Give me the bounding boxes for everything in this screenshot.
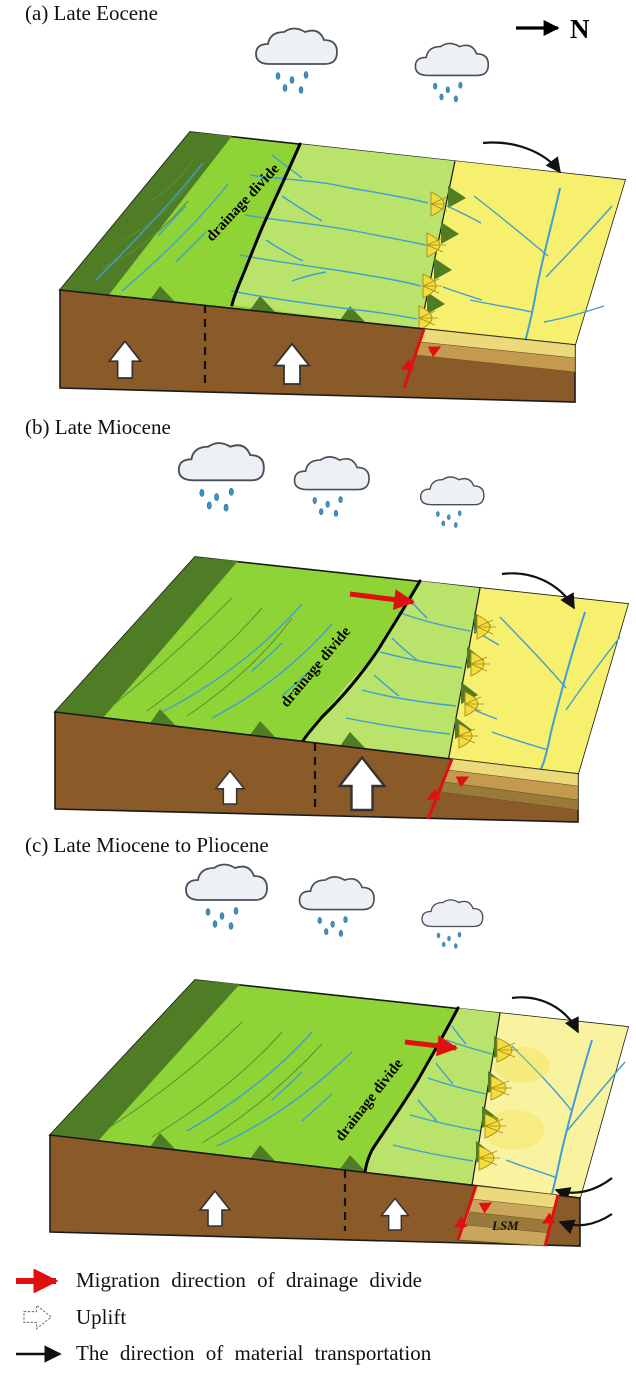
drainage-divide-line — [230, 142, 302, 307]
legend-label: Uplift — [76, 1304, 127, 1329]
migration-arrow — [404, 1035, 459, 1057]
block-diagram-a: drainage divide — [58, 131, 627, 346]
panel-a: (a) Late Eocene N — [0, 0, 636, 412]
north-arrow: N — [516, 14, 590, 44]
material-transport-arrow — [482, 141, 561, 174]
legend-row-transport: The direction of material transportation — [14, 1341, 636, 1366]
streams — [95, 154, 613, 343]
mountain-front-facets — [150, 186, 466, 323]
front-face-c: LSM — [49, 1134, 613, 1247]
basin-recycling-arrow — [554, 1177, 613, 1202]
rain-cloud — [421, 899, 484, 950]
foreland-basin — [420, 161, 625, 345]
fault-slip-arrows — [427, 346, 442, 358]
panel-b-illustration: (b) Late Miocene — [25, 415, 630, 823]
front-face-b — [54, 711, 579, 823]
legend-label: The direction of material transportation — [76, 1341, 432, 1365]
rain-cloud — [414, 42, 490, 103]
streams — [186, 1025, 626, 1195]
rain-cloud — [177, 442, 265, 513]
panel-b: (b) Late Miocene — [0, 412, 636, 830]
streams — [161, 597, 621, 770]
lsm-wedge: LSM — [453, 1185, 560, 1247]
foreland-basin — [448, 588, 628, 774]
black-arrow-icon — [16, 1344, 62, 1363]
red-arrow-icon — [16, 1268, 59, 1293]
panel-a-illustration: (a) Late Eocene N — [25, 1, 627, 403]
alluvial-fans — [418, 191, 450, 331]
wedge-transport-arrow — [558, 1213, 613, 1235]
panel-c-illustration: (c) Late Miocene to Pliocene — [25, 833, 630, 1247]
fault-line — [402, 328, 426, 389]
drainage-divide-line — [301, 579, 422, 743]
fault-slip-arrows — [455, 776, 470, 788]
panel-a-title: (a) Late Eocene — [25, 1, 158, 25]
material-transport-arrow — [501, 572, 575, 610]
rain-cloud — [293, 456, 370, 518]
panel-b-title: (b) Late Miocene — [25, 415, 171, 439]
fault-slip-arrows — [478, 1202, 493, 1214]
rain-cloud — [419, 476, 485, 529]
foreland-basin — [472, 1013, 628, 1198]
alluvial-fans — [478, 1037, 550, 1171]
block-diagram-c: drainage divide — [48, 979, 630, 1202]
panel-c: (c) Late Miocene to Pliocene — [0, 830, 636, 1254]
block-diagram-b: drainage divide — [53, 556, 630, 775]
ridge-lines — [106, 1021, 323, 1144]
rain-cloud — [298, 876, 375, 938]
ridge-lines — [111, 597, 293, 717]
legend: Migration direction of drainage divide U… — [0, 1254, 636, 1366]
panel-c-title: (c) Late Miocene to Pliocene — [25, 833, 269, 857]
lsm-label: LSM — [491, 1218, 519, 1233]
material-transport-arrow — [511, 996, 579, 1034]
legend-row-migration: Migration direction of drainage divide — [14, 1268, 636, 1293]
fault-line — [456, 1185, 478, 1241]
uplift-arrow-icon — [23, 1304, 52, 1330]
rain-cloud — [185, 863, 268, 931]
alluvial-fans — [458, 614, 496, 749]
north-label: N — [570, 14, 590, 44]
legend-label: Migration direction of drainage divide — [76, 1268, 422, 1292]
front-face-a — [59, 289, 576, 403]
legend-row-uplift: Uplift — [14, 1302, 636, 1332]
migration-arrow — [349, 589, 416, 611]
rain-cloud — [255, 27, 338, 95]
